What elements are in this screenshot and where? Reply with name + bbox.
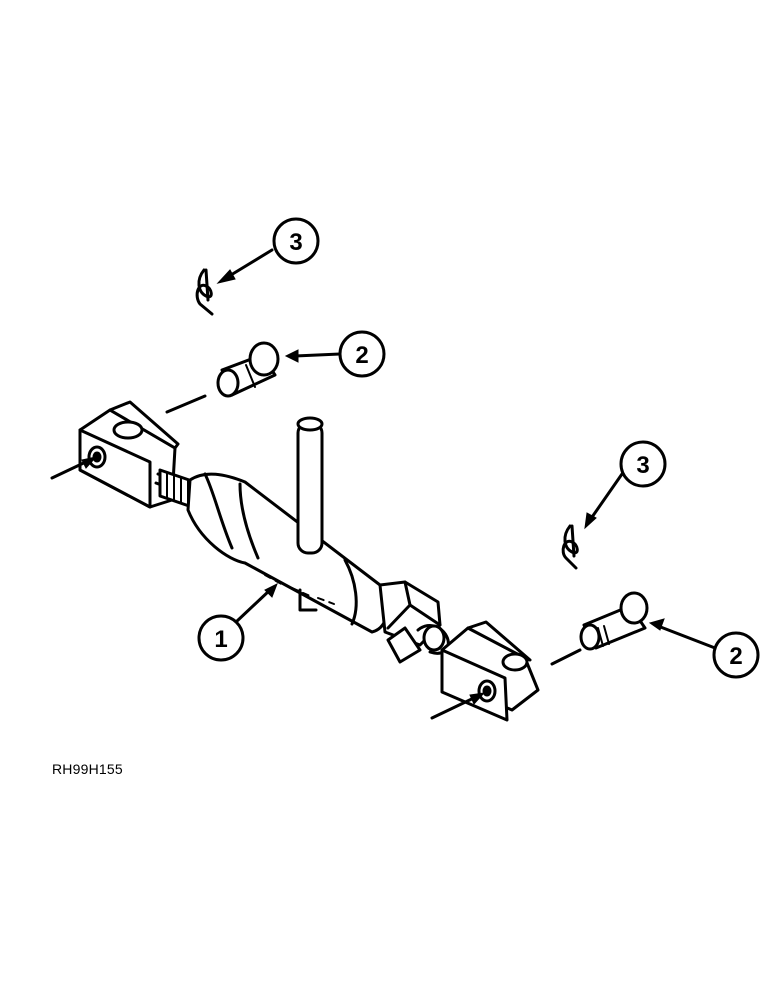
left-clevis — [78, 400, 197, 510]
svg-text:3: 3 — [636, 452, 649, 479]
right-clevis — [440, 620, 540, 722]
callout-arrows — [216, 248, 717, 650]
pin-arrows — [50, 394, 582, 720]
figure-code: RH99H155 — [52, 761, 123, 777]
turnbuckle-tube — [186, 416, 390, 634]
hair-pin-clip-lower — [561, 524, 579, 570]
svg-text:3: 3 — [289, 229, 302, 256]
callout-2-lower: 2 — [712, 631, 760, 679]
callout-3-upper: 3 — [272, 217, 320, 265]
svg-text:1: 1 — [214, 626, 227, 653]
callout-1: 1 — [197, 614, 245, 662]
svg-text:2: 2 — [355, 342, 368, 369]
svg-text:2: 2 — [729, 643, 742, 670]
pin-upper — [216, 341, 280, 398]
pin-lower — [579, 591, 649, 651]
callout-2-upper: 2 — [338, 330, 386, 378]
hair-pin-clip-upper — [195, 268, 214, 316]
callout-3-lower: 3 — [619, 440, 667, 488]
lock-nut — [378, 580, 450, 664]
